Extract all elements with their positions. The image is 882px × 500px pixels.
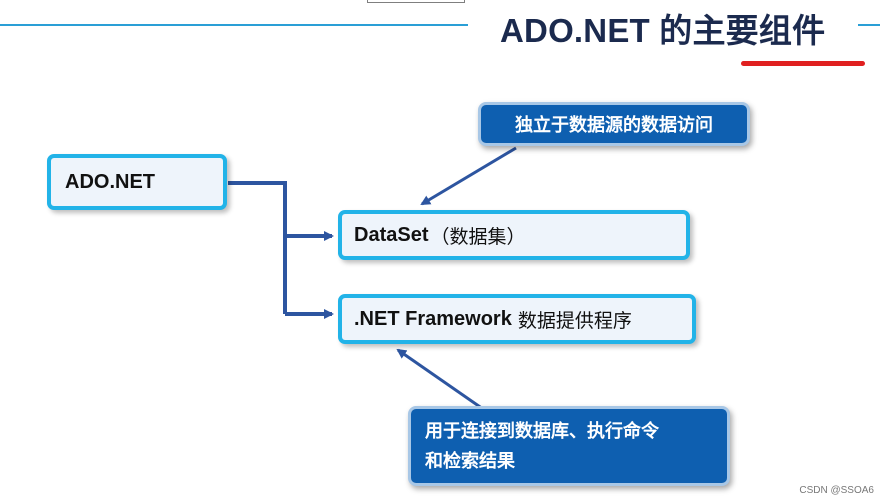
callout-provider-note-line2: 和检索结果 xyxy=(425,451,515,472)
connector-root-trunk xyxy=(228,181,287,314)
slide-title: ADO.NET 的主要组件 xyxy=(500,12,826,49)
callout-dataset-note: 独立于数据源的数据访问 xyxy=(478,102,750,146)
callout-provider-note-line1: 用于连接到数据库、执行命令 xyxy=(425,421,659,442)
title-accent-underline xyxy=(741,61,865,66)
watermark: CSDN @SSOA6 xyxy=(799,485,874,496)
node-dataset: DataSet（数据集） xyxy=(338,210,690,260)
node-ado-net-label: ADO.NET xyxy=(65,170,155,193)
node-provider-cn-label: 数据提供程序 xyxy=(517,309,632,332)
node-dataset-cn-label: （数据集） xyxy=(430,225,526,248)
pointer-dataset-note xyxy=(420,146,517,206)
top-rule-right xyxy=(858,24,880,26)
callout-provider-note: 用于连接到数据库、执行命令 和检索结果 xyxy=(408,406,730,486)
node-dataset-label: DataSet xyxy=(354,223,429,246)
callout-dataset-note-text: 独立于数据源的数据访问 xyxy=(515,115,713,136)
node-provider-label: .NET Framework xyxy=(354,307,512,330)
top-tab-outline xyxy=(367,0,465,3)
node-ado-net: ADO.NET xyxy=(47,154,227,210)
top-rule-left xyxy=(0,24,468,26)
